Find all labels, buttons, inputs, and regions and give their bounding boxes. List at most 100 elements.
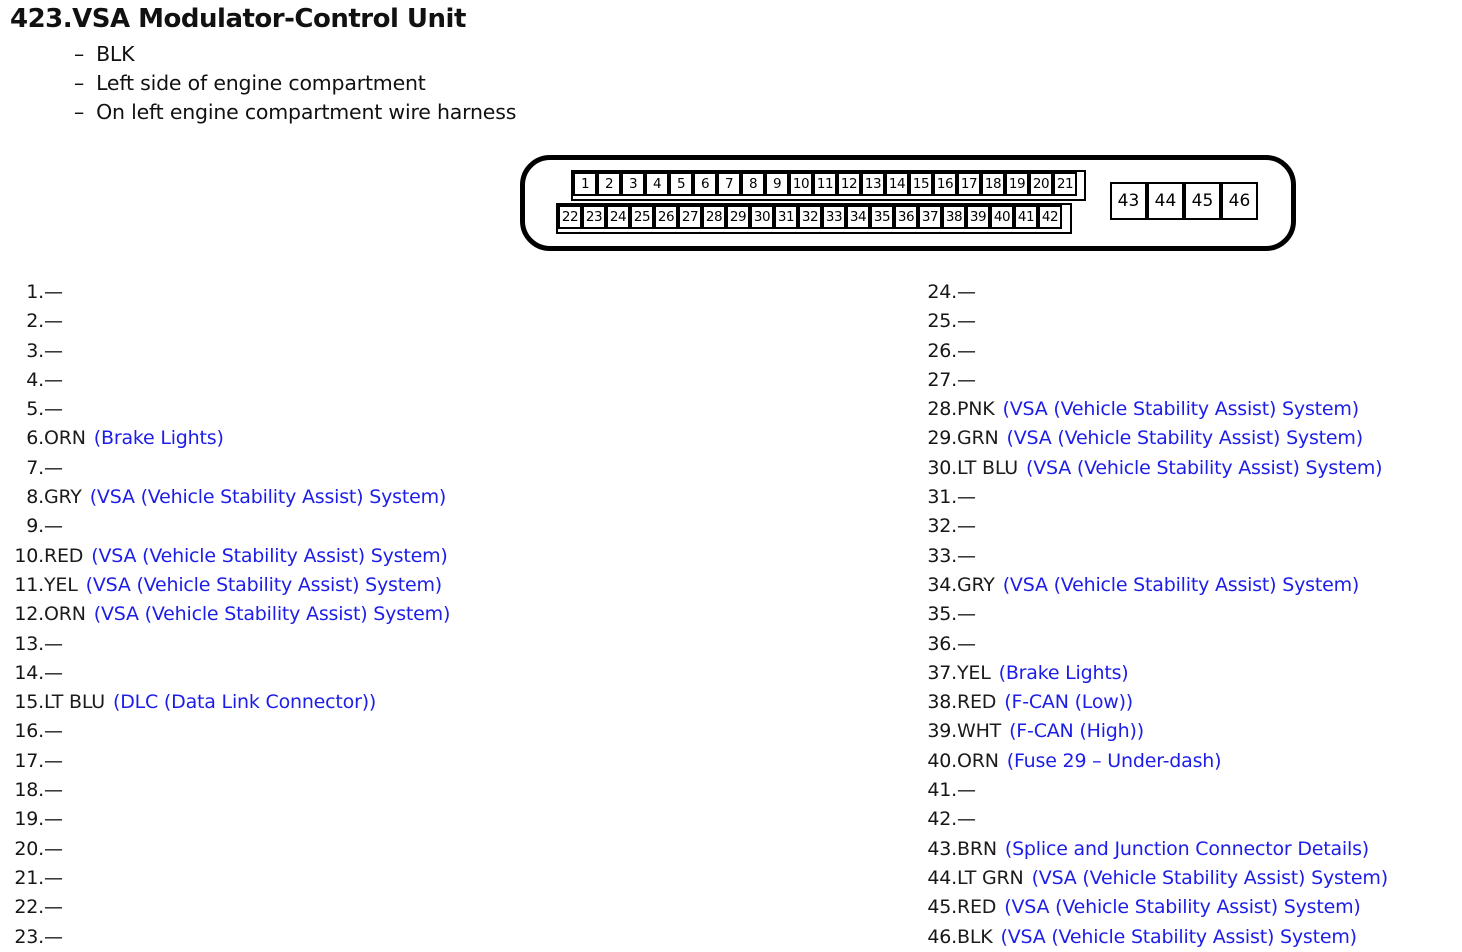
pin-circuit-link[interactable]: (F-CAN (High)) xyxy=(1009,720,1144,743)
pin-row: 25.— xyxy=(919,307,1462,336)
pin-number: 11. xyxy=(14,573,44,596)
connector-pin-box: 2 xyxy=(597,172,621,196)
pin-wire-color: ORN xyxy=(44,427,86,450)
pin-wire-color: — xyxy=(44,632,63,655)
connector-pin-box: 28 xyxy=(702,205,726,229)
pin-row: 4.— xyxy=(6,366,576,395)
connector-pin-box: 1 xyxy=(573,172,597,196)
pin-row: 31.— xyxy=(919,483,1462,512)
pin-wire-color: WHT xyxy=(957,720,1002,743)
pin-wire-color: — xyxy=(44,515,63,538)
bullet-dash: – xyxy=(74,71,85,95)
pin-number: 10. xyxy=(14,544,44,567)
pin-row: 18.— xyxy=(6,776,576,805)
pin-list-left: 1.— 2.— 3.— 4.— 5.— 6.ORN(Brake Lights) … xyxy=(6,278,576,952)
pin-wire-color: BLK xyxy=(957,925,993,948)
connector-pin-box: 44 xyxy=(1147,182,1184,220)
location-note: –On left engine compartment wire harness xyxy=(74,98,516,127)
pin-circuit-link[interactable]: (VSA (Vehicle Stability Assist) System) xyxy=(93,603,451,626)
connector-pin-box: 7 xyxy=(717,172,741,196)
connector-pin-row-bottom: 22 23 24 25 26 27 28 29 30 31 32 33 34 3… xyxy=(556,203,1072,234)
pin-list-right: 24.— 25.— 26.— 27.— 28.PNK(VSA (Vehicle … xyxy=(919,278,1462,952)
pin-number: 1. xyxy=(26,281,44,303)
pin-wire-color: — xyxy=(44,749,63,772)
pin-wire-color: — xyxy=(44,368,63,391)
connector-pin-box: 23 xyxy=(582,205,606,229)
connector-pin-box: 33 xyxy=(822,205,846,229)
connector-pin-box: 21 xyxy=(1053,172,1077,196)
connector-pin-box: 31 xyxy=(774,205,798,229)
pin-row: 11.YEL(VSA (Vehicle Stability Assist) Sy… xyxy=(6,571,576,600)
pin-wire-color: ORN xyxy=(44,603,86,626)
connector-pin-box: 8 xyxy=(741,172,765,196)
pin-number: 22. xyxy=(14,896,44,919)
pin-wire-color: PNK xyxy=(957,398,995,421)
pin-wire-color: RED xyxy=(957,896,997,919)
pin-wire-color: — xyxy=(957,632,976,655)
pin-number: 18. xyxy=(14,779,44,802)
pin-wire-color: LT BLU xyxy=(44,691,105,714)
pin-circuit-link[interactable]: (VSA (Vehicle Stability Assist) System) xyxy=(1004,896,1361,919)
pin-number: 9. xyxy=(26,515,44,538)
pin-wire-color: — xyxy=(44,837,63,860)
pin-wire-color: — xyxy=(44,310,63,333)
pin-wire-color: — xyxy=(44,661,63,684)
pin-wire-color: — xyxy=(44,456,63,479)
pin-circuit-link[interactable]: (VSA (Vehicle Stability Assist) System) xyxy=(85,573,443,596)
pin-row: 29.GRN(VSA (Vehicle Stability Assist) Sy… xyxy=(919,424,1462,453)
connector-pin-box: 27 xyxy=(678,205,702,229)
location-note-text: Left side of engine compartment xyxy=(96,71,426,95)
connector-pin-box: 3 xyxy=(621,172,645,196)
pin-number: 20. xyxy=(14,837,44,860)
pin-number: 37. xyxy=(927,661,957,684)
pin-number: 2. xyxy=(26,310,44,333)
connector-pin-box: 34 xyxy=(846,205,870,229)
connector-pin-box: 4 xyxy=(645,172,669,196)
pin-number: 27. xyxy=(927,368,957,391)
page-title: 423.VSA Modulator-Control Unit xyxy=(10,4,466,34)
pin-circuit-link[interactable]: (VSA (Vehicle Stability Assist) System) xyxy=(1002,398,1360,421)
bullet-dash: – xyxy=(74,42,85,66)
pin-circuit-link[interactable]: (Brake Lights) xyxy=(93,427,224,450)
connector-pin-row-top: 1 2 3 4 5 6 7 8 9 10 11 12 13 14 15 xyxy=(571,170,1086,201)
pin-row: 8.GRY(VSA (Vehicle Stability Assist) Sys… xyxy=(6,483,576,512)
pin-number: 35. xyxy=(927,603,957,626)
pin-row: 26.— xyxy=(919,337,1462,366)
pin-wire-color: — xyxy=(957,603,976,626)
pin-circuit-link[interactable]: (Fuse 29 – Under-dash) xyxy=(1006,749,1222,772)
connector-diagram: 1 2 3 4 5 6 7 8 9 10 11 12 13 14 15 xyxy=(520,155,1296,251)
pin-wire-color: ORN xyxy=(957,749,999,772)
pin-circuit-link[interactable]: (VSA (Vehicle Stability Assist) System) xyxy=(89,486,447,509)
pin-wire-color: RED xyxy=(957,691,997,714)
pin-circuit-link[interactable]: (VSA (Vehicle Stability Assist) System) xyxy=(1031,866,1389,889)
pin-circuit-link[interactable]: (Brake Lights) xyxy=(998,661,1129,684)
pin-wire-color: LT BLU xyxy=(957,456,1018,479)
pin-circuit-link[interactable]: (VSA (Vehicle Stability Assist) System) xyxy=(1026,456,1383,479)
pin-number: 6. xyxy=(26,427,44,450)
pin-circuit-link[interactable]: (VSA (Vehicle Stability Assist) System) xyxy=(1002,573,1360,596)
pin-number: 3. xyxy=(26,339,44,362)
pin-row: 32.— xyxy=(919,512,1462,541)
pin-number: 28. xyxy=(927,398,957,421)
pin-row: 36.— xyxy=(919,630,1462,659)
pin-circuit-link[interactable]: (Splice and Junction Connector Details) xyxy=(1004,837,1369,860)
pin-row: 24.— xyxy=(919,278,1462,307)
pin-circuit-link[interactable]: (VSA (Vehicle Stability Assist) System) xyxy=(1000,925,1357,948)
connector-pin-box: 35 xyxy=(870,205,894,229)
pin-number: 15. xyxy=(14,691,44,714)
connector-pin-box: 37 xyxy=(918,205,942,229)
pin-wire-color: — xyxy=(957,368,976,391)
pin-circuit-link[interactable]: (F-CAN (Low)) xyxy=(1004,691,1134,714)
connector-pin-box: 40 xyxy=(990,205,1014,229)
pin-wire-color: RED xyxy=(44,544,84,567)
pin-circuit-link[interactable]: (VSA (Vehicle Stability Assist) System) xyxy=(91,544,448,567)
pin-row: 22.— xyxy=(6,893,576,922)
pin-circuit-link[interactable]: (DLC (Data Link Connector)) xyxy=(113,691,377,714)
pin-number: 32. xyxy=(927,515,957,538)
connector-pin-box: 46 xyxy=(1221,182,1258,220)
pin-row: 30.LT BLU(VSA (Vehicle Stability Assist)… xyxy=(919,454,1462,483)
connector-pin-box: 6 xyxy=(693,172,717,196)
pin-circuit-link[interactable]: (VSA (Vehicle Stability Assist) System) xyxy=(1006,427,1364,450)
pin-number: 43. xyxy=(927,837,957,860)
